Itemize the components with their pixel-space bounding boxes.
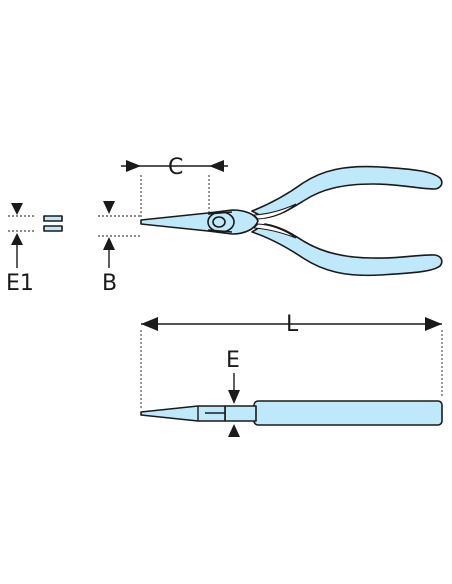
label-e1: E1 xyxy=(6,271,34,296)
l-arrow-right xyxy=(425,317,442,331)
upper-handle xyxy=(251,165,443,219)
dimension-c: C xyxy=(121,155,228,218)
e-arrow-up xyxy=(228,424,240,437)
side-joint xyxy=(224,405,257,422)
joint-rivet xyxy=(212,216,226,228)
handle-gap xyxy=(252,203,297,220)
e-arrow-down xyxy=(228,390,240,404)
b-arrow-down xyxy=(103,201,115,214)
lower-handle xyxy=(251,223,443,277)
dimension-e1: E1 xyxy=(6,203,63,296)
side-handle xyxy=(253,400,443,426)
dimension-l: L xyxy=(140,312,443,410)
label-c: C xyxy=(168,155,183,180)
pliers-side-view xyxy=(140,400,443,426)
dimension-b: B xyxy=(98,201,141,296)
label-l: L xyxy=(286,312,299,337)
jaw-section-top xyxy=(43,215,63,222)
c-arrow-left xyxy=(126,160,141,172)
handle-gap-lower xyxy=(252,223,297,239)
pliers-top-view xyxy=(140,165,443,277)
l-arrow-left xyxy=(141,317,158,331)
e1-arrow-up xyxy=(11,233,23,245)
c-arrow-right xyxy=(209,160,224,172)
dimension-e: E xyxy=(226,348,240,437)
b-arrow-up xyxy=(103,237,115,250)
label-e: E xyxy=(226,348,240,373)
jaws xyxy=(140,209,259,235)
e1-arrow-down xyxy=(11,203,23,215)
jaw-section-bottom xyxy=(43,225,63,232)
label-b: B xyxy=(102,271,117,296)
